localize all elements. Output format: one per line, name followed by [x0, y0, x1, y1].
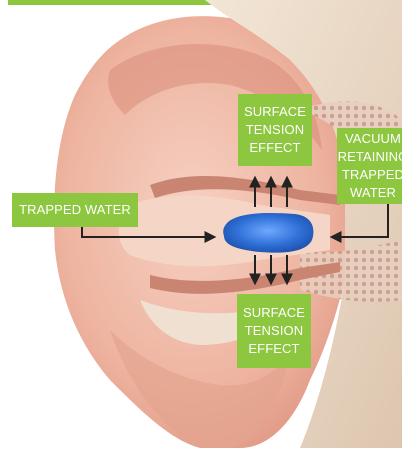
surface-tension-top-label: SURFACE TENSION EFFECT	[238, 94, 312, 166]
surface-tension-bottom-label: SURFACE TENSION EFFECT	[237, 294, 311, 368]
trapped-water-label: TRAPPED WATER	[12, 193, 138, 227]
vacuum-label: VACUUM RETAINING TRAPPED WATER	[337, 128, 402, 204]
trapped-water-blob	[223, 213, 313, 253]
